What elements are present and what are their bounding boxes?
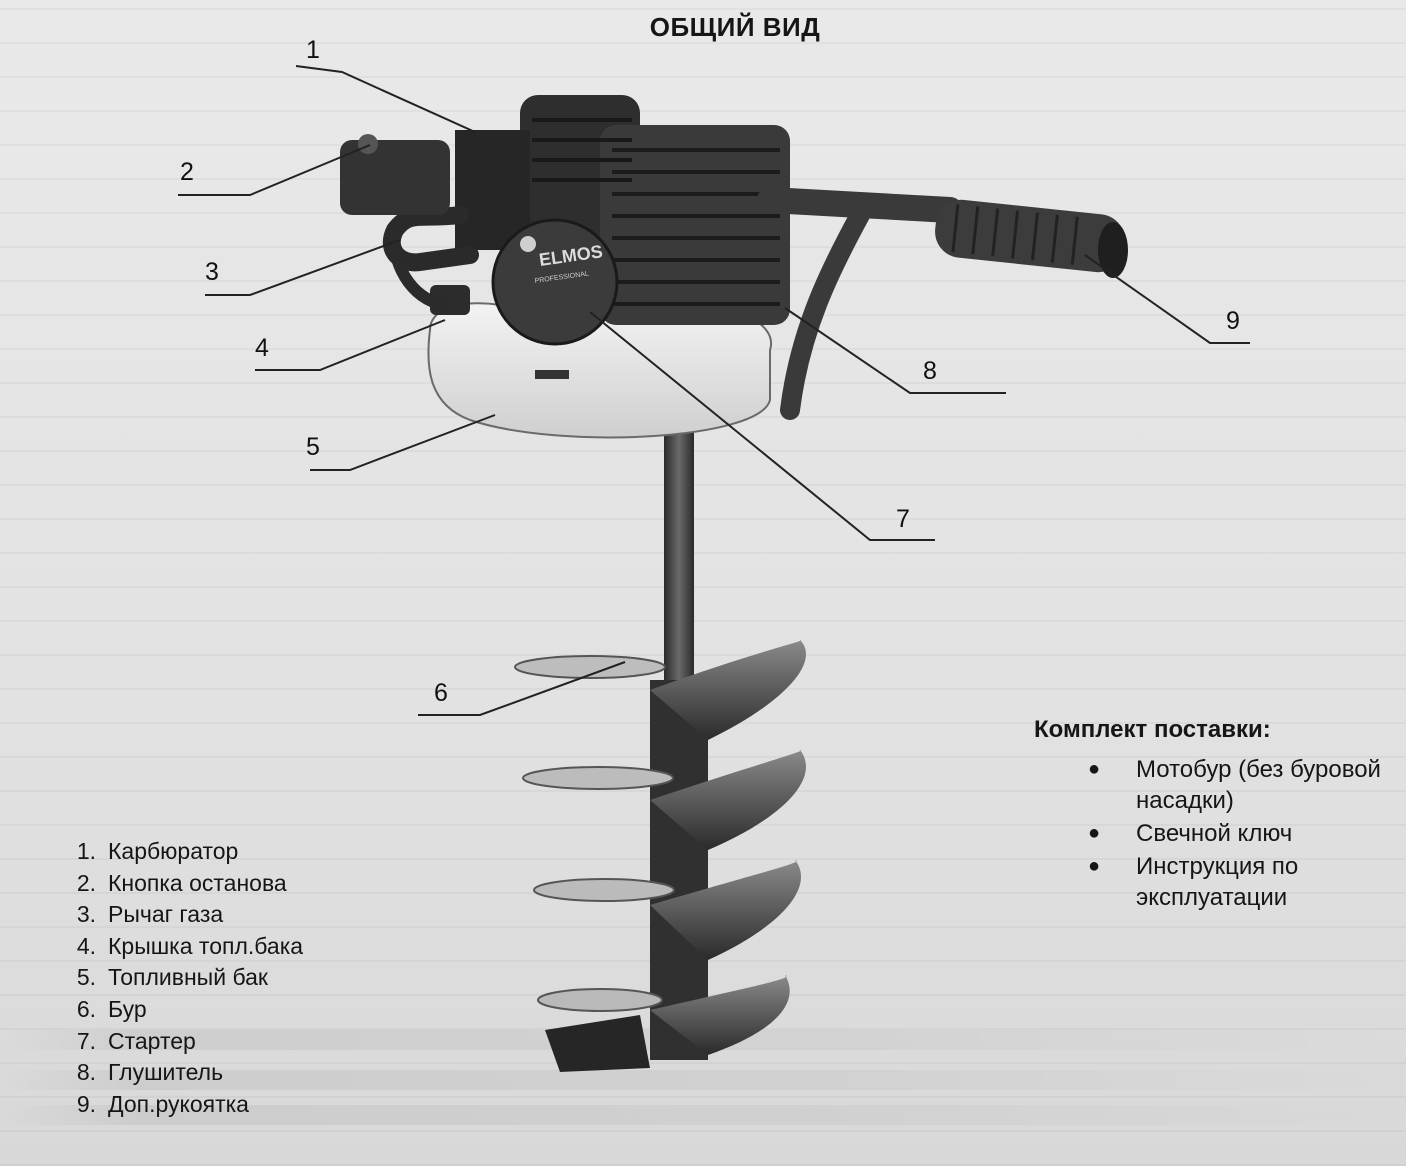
legend-item: 2.Кнопка останова (76, 869, 287, 896)
bleed-through-line (0, 1105, 1406, 1125)
bleed-through-line (0, 1070, 1406, 1090)
fuel-tank (427, 298, 773, 439)
legend-item: 9.Доп.рукоятка (76, 1090, 249, 1117)
kit-item: ●Свечной ключ (1088, 820, 1293, 847)
legend-item: 7.Стартер (76, 1027, 196, 1054)
delivery-kit: Комплект поставки: ●Мотобур (без буровой… (1034, 716, 1394, 915)
auger-flights (514, 640, 806, 1072)
legend-item: 6.Бур (76, 995, 147, 1022)
right-handle (757, 187, 1128, 420)
leader-lines (178, 65, 1250, 716)
callout-8: 8 (923, 357, 937, 385)
callout-6: 6 (434, 679, 448, 707)
starter-cover (491, 218, 619, 346)
bullet-icon: ● (1088, 758, 1101, 780)
kit-item: ●Инструкция по эксплуатации (1088, 853, 1299, 911)
kit-title: Комплект поставки: (1034, 716, 1271, 743)
kit-item: ●Мотобур (без буровой насадки) (1088, 756, 1381, 814)
callout-2: 2 (180, 158, 194, 186)
parts-legend: 1.Карбюратор 2.Кнопка останова 3.Рычаг г… (30, 836, 410, 1120)
bullet-icon: ● (1088, 822, 1101, 844)
logo-emblem-icon (520, 236, 536, 252)
callout-3: 3 (205, 258, 219, 286)
kit-list: ●Мотобур (без буровой насадки) ●Свечной … (1034, 754, 1394, 913)
legend-item: 5.Топливный бак (76, 964, 268, 991)
carburetor-block (455, 130, 530, 250)
callout-5: 5 (306, 433, 320, 461)
bullet-icon: ● (1088, 855, 1101, 877)
tank-slot (535, 370, 569, 379)
legend-item: 8.Глушитель (76, 1059, 224, 1086)
page-title: ОБЩИЙ ВИД (649, 12, 821, 42)
callout-1: 1 (306, 36, 320, 64)
legend-item: 4.Крышка топл.бака (76, 932, 304, 959)
callout-4: 4 (255, 334, 269, 362)
callout-7: 7 (896, 505, 910, 533)
callout-9: 9 (1226, 307, 1240, 335)
legend-item: 3.Рычаг газа (76, 901, 224, 928)
left-handle (340, 134, 479, 315)
legend-item: 1.Карбюратор (76, 838, 239, 864)
stop-button-icon (358, 134, 378, 154)
